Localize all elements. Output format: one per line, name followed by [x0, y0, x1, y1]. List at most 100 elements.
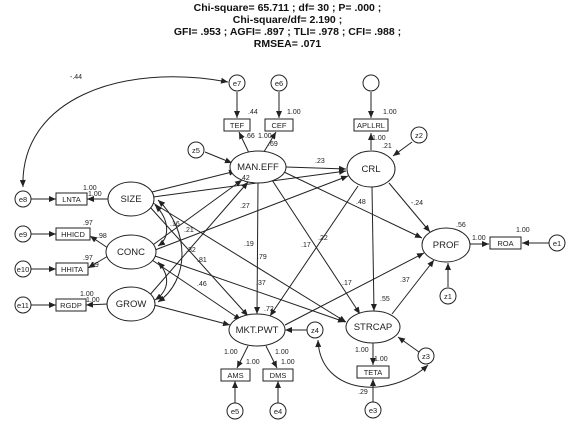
- error-z2-label: z2: [415, 131, 423, 140]
- coef-tef-load: .66: [245, 133, 255, 140]
- latent-crl-label: CRL: [361, 164, 380, 175]
- observed-rgdp: RGDP: [55, 298, 87, 312]
- cov-e8-e7: [19, 76, 229, 188]
- fit-stats-line-3: GFI= .953 ; AGFI= .897 ; TLI= .978 ; CFI…: [173, 26, 402, 38]
- coef-conc-mktpwt: .37: [256, 280, 266, 287]
- coef-maneff-prof: .48: [356, 199, 366, 206]
- observed-teta: TETA: [356, 365, 390, 379]
- observed-hhicd: HHICD: [55, 227, 91, 241]
- error-z4-label: z4: [311, 326, 319, 335]
- path-mktpwt-prof: [284, 252, 425, 326]
- error-e5-label: e5: [231, 407, 239, 416]
- coef-cef-one: 1.00: [258, 133, 272, 140]
- coef-maneff-crl: .23: [315, 158, 325, 165]
- cov-conc-grow: [154, 261, 168, 301]
- path-mktpwt-dms: [265, 345, 278, 369]
- path-maneff-crl: [285, 165, 347, 172]
- path-grow-maneff: [147, 181, 249, 298]
- path-mktpwt-ams: [236, 345, 249, 369]
- cov-z4-z3: [315, 339, 429, 388]
- coef-hhicd-var: .97: [83, 220, 93, 227]
- error-e7: e7: [228, 74, 246, 92]
- path-maneff-strcap: [271, 179, 361, 315]
- observed-ams-label: AMS: [227, 371, 243, 380]
- observed-hhicd-label: HHICD: [61, 230, 85, 239]
- coef-lnta-var: 1.00: [83, 185, 97, 192]
- cov-size-conc: [154, 204, 168, 247]
- path-conc-maneff: [149, 179, 243, 248]
- path-maneff-mktpwt: [254, 181, 261, 315]
- error-e3: e3: [364, 401, 382, 419]
- error-z5-label: z5: [192, 146, 200, 155]
- coef-crl-prof: -.24: [411, 200, 423, 207]
- observed-dms-label: DMS: [270, 371, 287, 380]
- coef-cef-load: .69: [268, 141, 278, 148]
- path-conc-crl: [154, 175, 349, 251]
- path-grow-rgdp: [85, 301, 109, 308]
- path-size-maneff: [151, 169, 237, 193]
- latent-size-label: SIZE: [120, 194, 141, 205]
- coef-size-strcap: .17: [342, 280, 352, 287]
- fit-stats-line-2: Chi-square/df= 2.190 ;: [232, 14, 343, 26]
- coef-size-crl: .27: [240, 203, 250, 210]
- coef-lnta-load: 1.00: [88, 191, 102, 198]
- coef-hhicd-load: .98: [97, 233, 107, 240]
- coef-rgdp-var: 1.00: [80, 291, 94, 298]
- coef-e8-e7: -.44: [70, 74, 82, 81]
- path-maneff-prof: [283, 171, 423, 239]
- observed-hhita-label: HHITA: [61, 265, 83, 274]
- coef-crl-mktpwt: .17: [301, 242, 311, 249]
- latent-prof: PROF: [421, 227, 471, 263]
- coef-size-mktpwt-a: .16: [170, 221, 180, 228]
- coef-ams-var: 1.00: [224, 349, 238, 356]
- coef-apllrl-var: 1.00: [383, 109, 397, 116]
- latent-grow: GROW: [106, 286, 156, 322]
- observed-dms: DMS: [262, 368, 294, 382]
- coef-hhita-load: .99: [89, 262, 99, 269]
- path-conc-strcap: [154, 255, 346, 323]
- paths: [19, 76, 549, 403]
- observed-hhita: HHITA: [55, 262, 89, 276]
- error-e8-label: e8: [19, 195, 27, 204]
- latent-conc: CONC: [105, 234, 157, 270]
- path-strcap-prof: [391, 259, 435, 315]
- coef-teta-var: 1.00: [355, 347, 369, 354]
- observed-lnta-label: LNTA: [62, 195, 81, 204]
- path-maneff-tef: [238, 131, 251, 156]
- observed-apllrl: APLLRL: [353, 118, 389, 132]
- coef-maneff-mktpwt: .19: [244, 241, 254, 248]
- latent-prof-label: PROF: [433, 240, 460, 251]
- coef-hhita-var: .97: [83, 255, 93, 262]
- error-z1-label: z1: [444, 292, 452, 301]
- path-crl-prof: [388, 182, 431, 233]
- path-conc-hhita: [87, 255, 109, 269]
- path-crl-mktpwt: [269, 185, 359, 317]
- error-z1: z1: [439, 287, 457, 305]
- path-z2-crl: [392, 141, 413, 157]
- error-e9: e9: [14, 225, 32, 243]
- coef-prof-r2: .56: [456, 222, 466, 229]
- latent-strcap: STRCAP: [345, 310, 401, 344]
- coef-conc-maneff: .81: [197, 257, 207, 264]
- error-z3-label: z3: [422, 352, 430, 361]
- coef-cef-var: 1.00: [287, 109, 301, 116]
- path-conc-hhicd: [89, 235, 109, 249]
- latent-mktpwt: MKT.PWT: [228, 313, 286, 347]
- path-z5-maneff: [204, 151, 233, 164]
- error-e4: e4: [269, 402, 287, 420]
- coef-size-mktpwt-b: .32: [186, 247, 196, 254]
- error-z3: z3: [417, 347, 435, 365]
- error-e8: e8: [14, 190, 32, 208]
- path-size-mktpwt: [149, 206, 249, 317]
- error-e10: e10: [14, 260, 32, 278]
- coef-strcap-r2: .55: [380, 296, 390, 303]
- observed-tef-label: TEF: [230, 121, 245, 130]
- coef-crl-strcap: .22: [318, 235, 328, 242]
- error-e6-label: e6: [275, 79, 283, 88]
- error-e10-label: e10: [17, 265, 30, 274]
- error-z5: z5: [187, 141, 205, 159]
- latent-grow-label: GROW: [116, 299, 147, 310]
- error-e4-label: e4: [274, 407, 282, 416]
- error-e5: e5: [226, 402, 244, 420]
